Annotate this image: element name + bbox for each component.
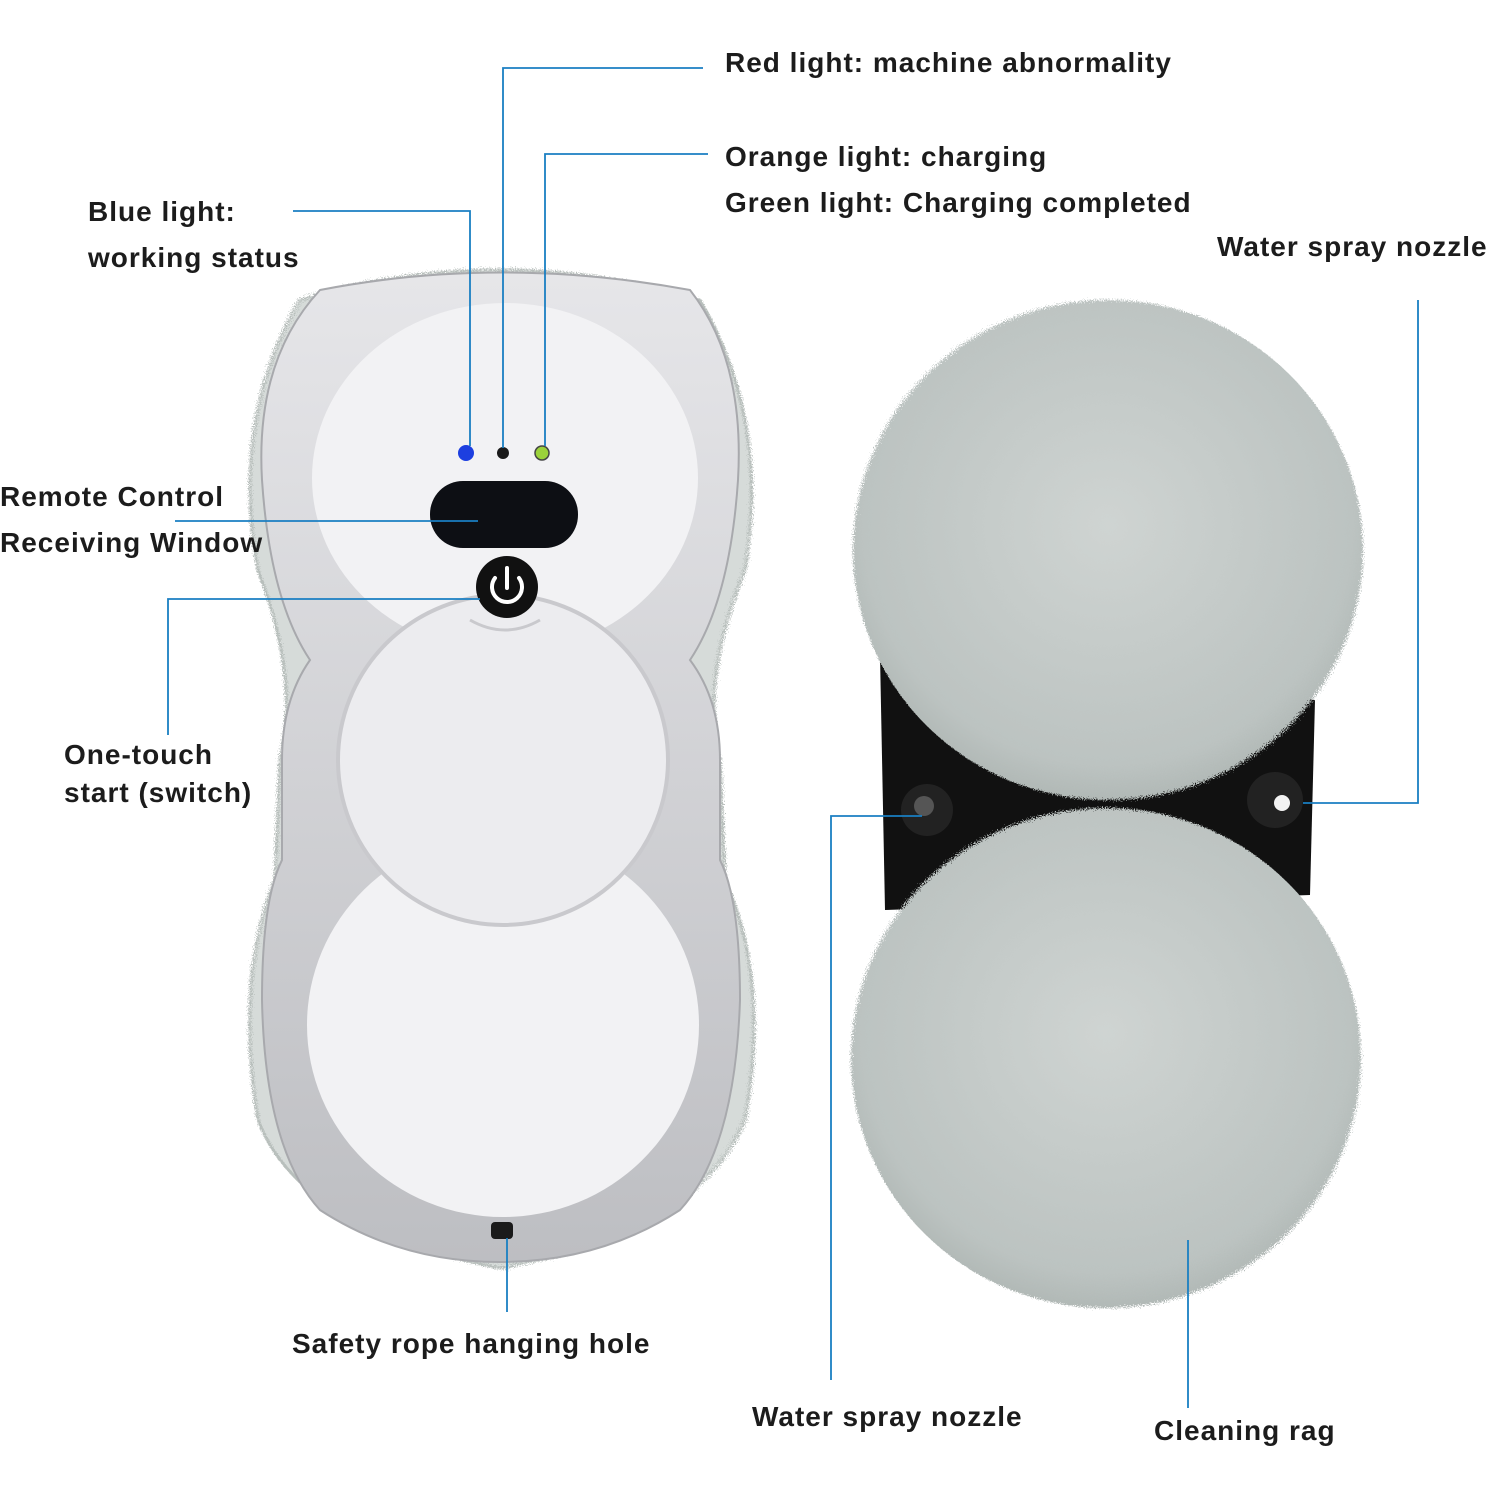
power-icon	[490, 566, 524, 604]
nozzle-left	[901, 784, 953, 836]
robot-back	[851, 300, 1363, 1308]
label-orange-light: Orange light: charging	[725, 141, 1048, 172]
label-cleaning-rag: Cleaning rag	[1154, 1415, 1336, 1446]
label-safety-rope: Safety rope hanging hole	[292, 1328, 651, 1359]
label-working-status: working status	[88, 242, 300, 273]
label-receiving-window: Receiving Window	[0, 527, 264, 558]
leader-nozzle-right	[1303, 300, 1419, 804]
safety-rope-hole	[491, 1222, 513, 1239]
label-nozzle-bottom: Water spray nozzle	[752, 1401, 1023, 1432]
robot-front	[248, 268, 756, 1270]
nozzle-right	[1247, 772, 1303, 828]
power-button[interactable]	[476, 556, 538, 618]
label-remote-control: Remote Control	[0, 481, 224, 512]
cleaning-pad-upper	[853, 300, 1363, 800]
leader-orange	[544, 153, 708, 446]
label-one-touch: One-touch	[64, 739, 213, 770]
red-led	[497, 447, 509, 459]
center-lid	[336, 593, 670, 927]
blue-led	[458, 445, 474, 461]
leader-onetouch	[167, 598, 480, 735]
leader-blue	[293, 210, 471, 446]
label-start-switch: start (switch)	[64, 777, 253, 808]
label-blue-light: Blue light:	[88, 196, 236, 227]
bottom-dome	[307, 833, 699, 1217]
green-led	[534, 445, 550, 461]
label-green-light: Green light: Charging completed	[725, 187, 1192, 218]
leader-red	[502, 67, 703, 448]
top-dome	[312, 303, 698, 653]
remote-receiving-window	[430, 481, 578, 548]
leader-lines	[167, 67, 1419, 1408]
label-nozzle-right: Water spray nozzle	[1217, 231, 1488, 262]
label-red-light: Red light: machine abnormality	[725, 47, 1172, 78]
leader-nozzle-bottom	[830, 815, 922, 1380]
cleaning-pad-lower	[851, 808, 1361, 1308]
